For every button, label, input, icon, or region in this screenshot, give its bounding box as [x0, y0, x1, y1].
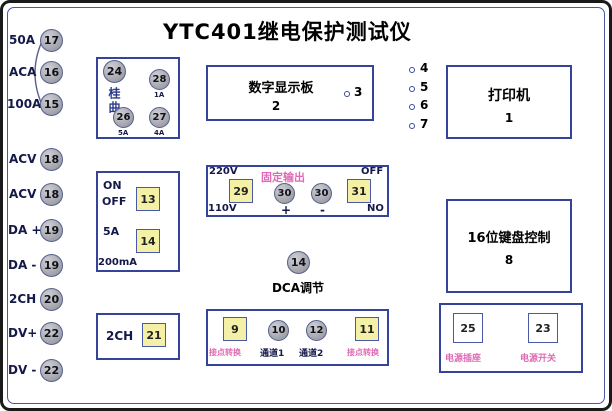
off-label: OFF: [361, 166, 384, 177]
output-terminal: 30: [311, 183, 332, 204]
terminal-jack: 16: [40, 61, 63, 84]
printer-number: 1: [504, 111, 514, 125]
range-selector-box: [96, 57, 180, 139]
terminal-label: ACA: [9, 65, 37, 79]
keyboard-box: [446, 199, 572, 293]
dc-current-box: [96, 171, 180, 272]
push-button: 11: [355, 317, 379, 341]
terminal-jack: 18: [40, 148, 63, 171]
power-socket: 25: [453, 313, 483, 343]
keyboard-number: 8: [504, 253, 514, 267]
terminal-label: DA +: [8, 223, 42, 237]
ch2-label: 2CH: [106, 329, 134, 343]
led-icon: [409, 67, 415, 73]
on-label: ON: [103, 179, 122, 192]
channel-terminal: 10: [268, 320, 289, 341]
fixed-output-label: 固定输出: [261, 171, 305, 184]
push-button: 31: [347, 179, 371, 203]
minus-label: -: [320, 203, 325, 217]
digital-display-box: [206, 65, 374, 121]
terminal-label: DV -: [8, 363, 37, 377]
display-indicator-number: 3: [354, 85, 363, 99]
led-icon: [409, 104, 415, 110]
terminal-label: 100A: [7, 97, 42, 111]
indicator-number: 6: [420, 98, 429, 112]
led-icon: [409, 86, 415, 92]
terminal-jack: 22: [40, 322, 63, 345]
led-icon: [409, 123, 415, 129]
channel2-label: 通道2: [299, 349, 324, 359]
terminal-label: DA -: [8, 258, 37, 272]
output-terminal: 30: [274, 183, 295, 204]
ch2-box: [96, 313, 180, 360]
push-button: 21: [142, 323, 166, 347]
range-knob: 28: [149, 69, 170, 90]
range-knob: 26: [113, 107, 134, 128]
push-button: 13: [136, 187, 160, 211]
fixed-output-box: [206, 165, 389, 217]
off-label: OFF: [102, 195, 127, 208]
voltage-110-label: 110V: [208, 203, 237, 214]
terminal-label: 50A: [9, 33, 35, 47]
channel-terminal: 12: [306, 320, 327, 341]
indicator-number: 7: [420, 117, 429, 131]
led-icon: [344, 91, 350, 97]
voltage-220-label: 220V: [209, 166, 238, 177]
contact-switch-label: 接点转换: [347, 348, 379, 357]
terminal-jack: 19: [40, 219, 63, 242]
channel1-label: 通道1: [260, 349, 285, 359]
push-button: 29: [229, 179, 253, 203]
dca-label: DCA调节: [271, 281, 325, 295]
printer-label: 打印机: [488, 88, 530, 104]
terminal-jack: 15: [40, 93, 63, 116]
panel-title: YTC401继电保护测试仪: [163, 20, 412, 44]
terminal-jack: 22: [40, 359, 63, 382]
terminal-label: ACV: [9, 152, 37, 166]
range-knob: 27: [149, 107, 170, 128]
range-200ma-label: 200mA: [98, 257, 138, 268]
terminal-jack: 17: [40, 29, 63, 52]
indicator-number: 5: [420, 80, 429, 94]
channel-box: [206, 309, 389, 366]
digital-display-label: 数字显示板: [248, 81, 314, 96]
power-socket-label: 电源插座: [445, 354, 482, 364]
power-box: [439, 303, 583, 373]
range-knob-sublabel: 4A: [154, 129, 165, 137]
no-label: NO: [367, 203, 384, 214]
plus-label: +: [281, 203, 292, 217]
range-knob: 24: [103, 60, 126, 83]
terminal-label: DV+: [8, 326, 38, 340]
keyboard-label: 16位键盘控制: [467, 231, 551, 246]
power-switch: 23: [528, 313, 558, 343]
range-5a-label: 5A: [103, 225, 120, 238]
terminal-label: ACV: [9, 187, 37, 201]
terminal-jack: 18: [40, 183, 63, 206]
push-button: 9: [223, 317, 247, 341]
digital-display-number: 2: [271, 99, 281, 113]
indicator-number: 4: [420, 61, 429, 75]
dca-knob: 14: [287, 251, 310, 274]
terminal-jack: 19: [40, 254, 63, 277]
power-switch-label: 电源开关: [520, 354, 557, 364]
range-knob-sublabel: 1A: [154, 91, 165, 99]
terminal-label: 2CH: [9, 292, 37, 306]
contact-switch-label: 接点转换: [209, 348, 241, 357]
terminal-jack: 20: [40, 288, 63, 311]
printer-box: [446, 65, 572, 139]
range-knob-sublabel: 5A: [118, 129, 129, 137]
push-button: 14: [136, 229, 160, 253]
